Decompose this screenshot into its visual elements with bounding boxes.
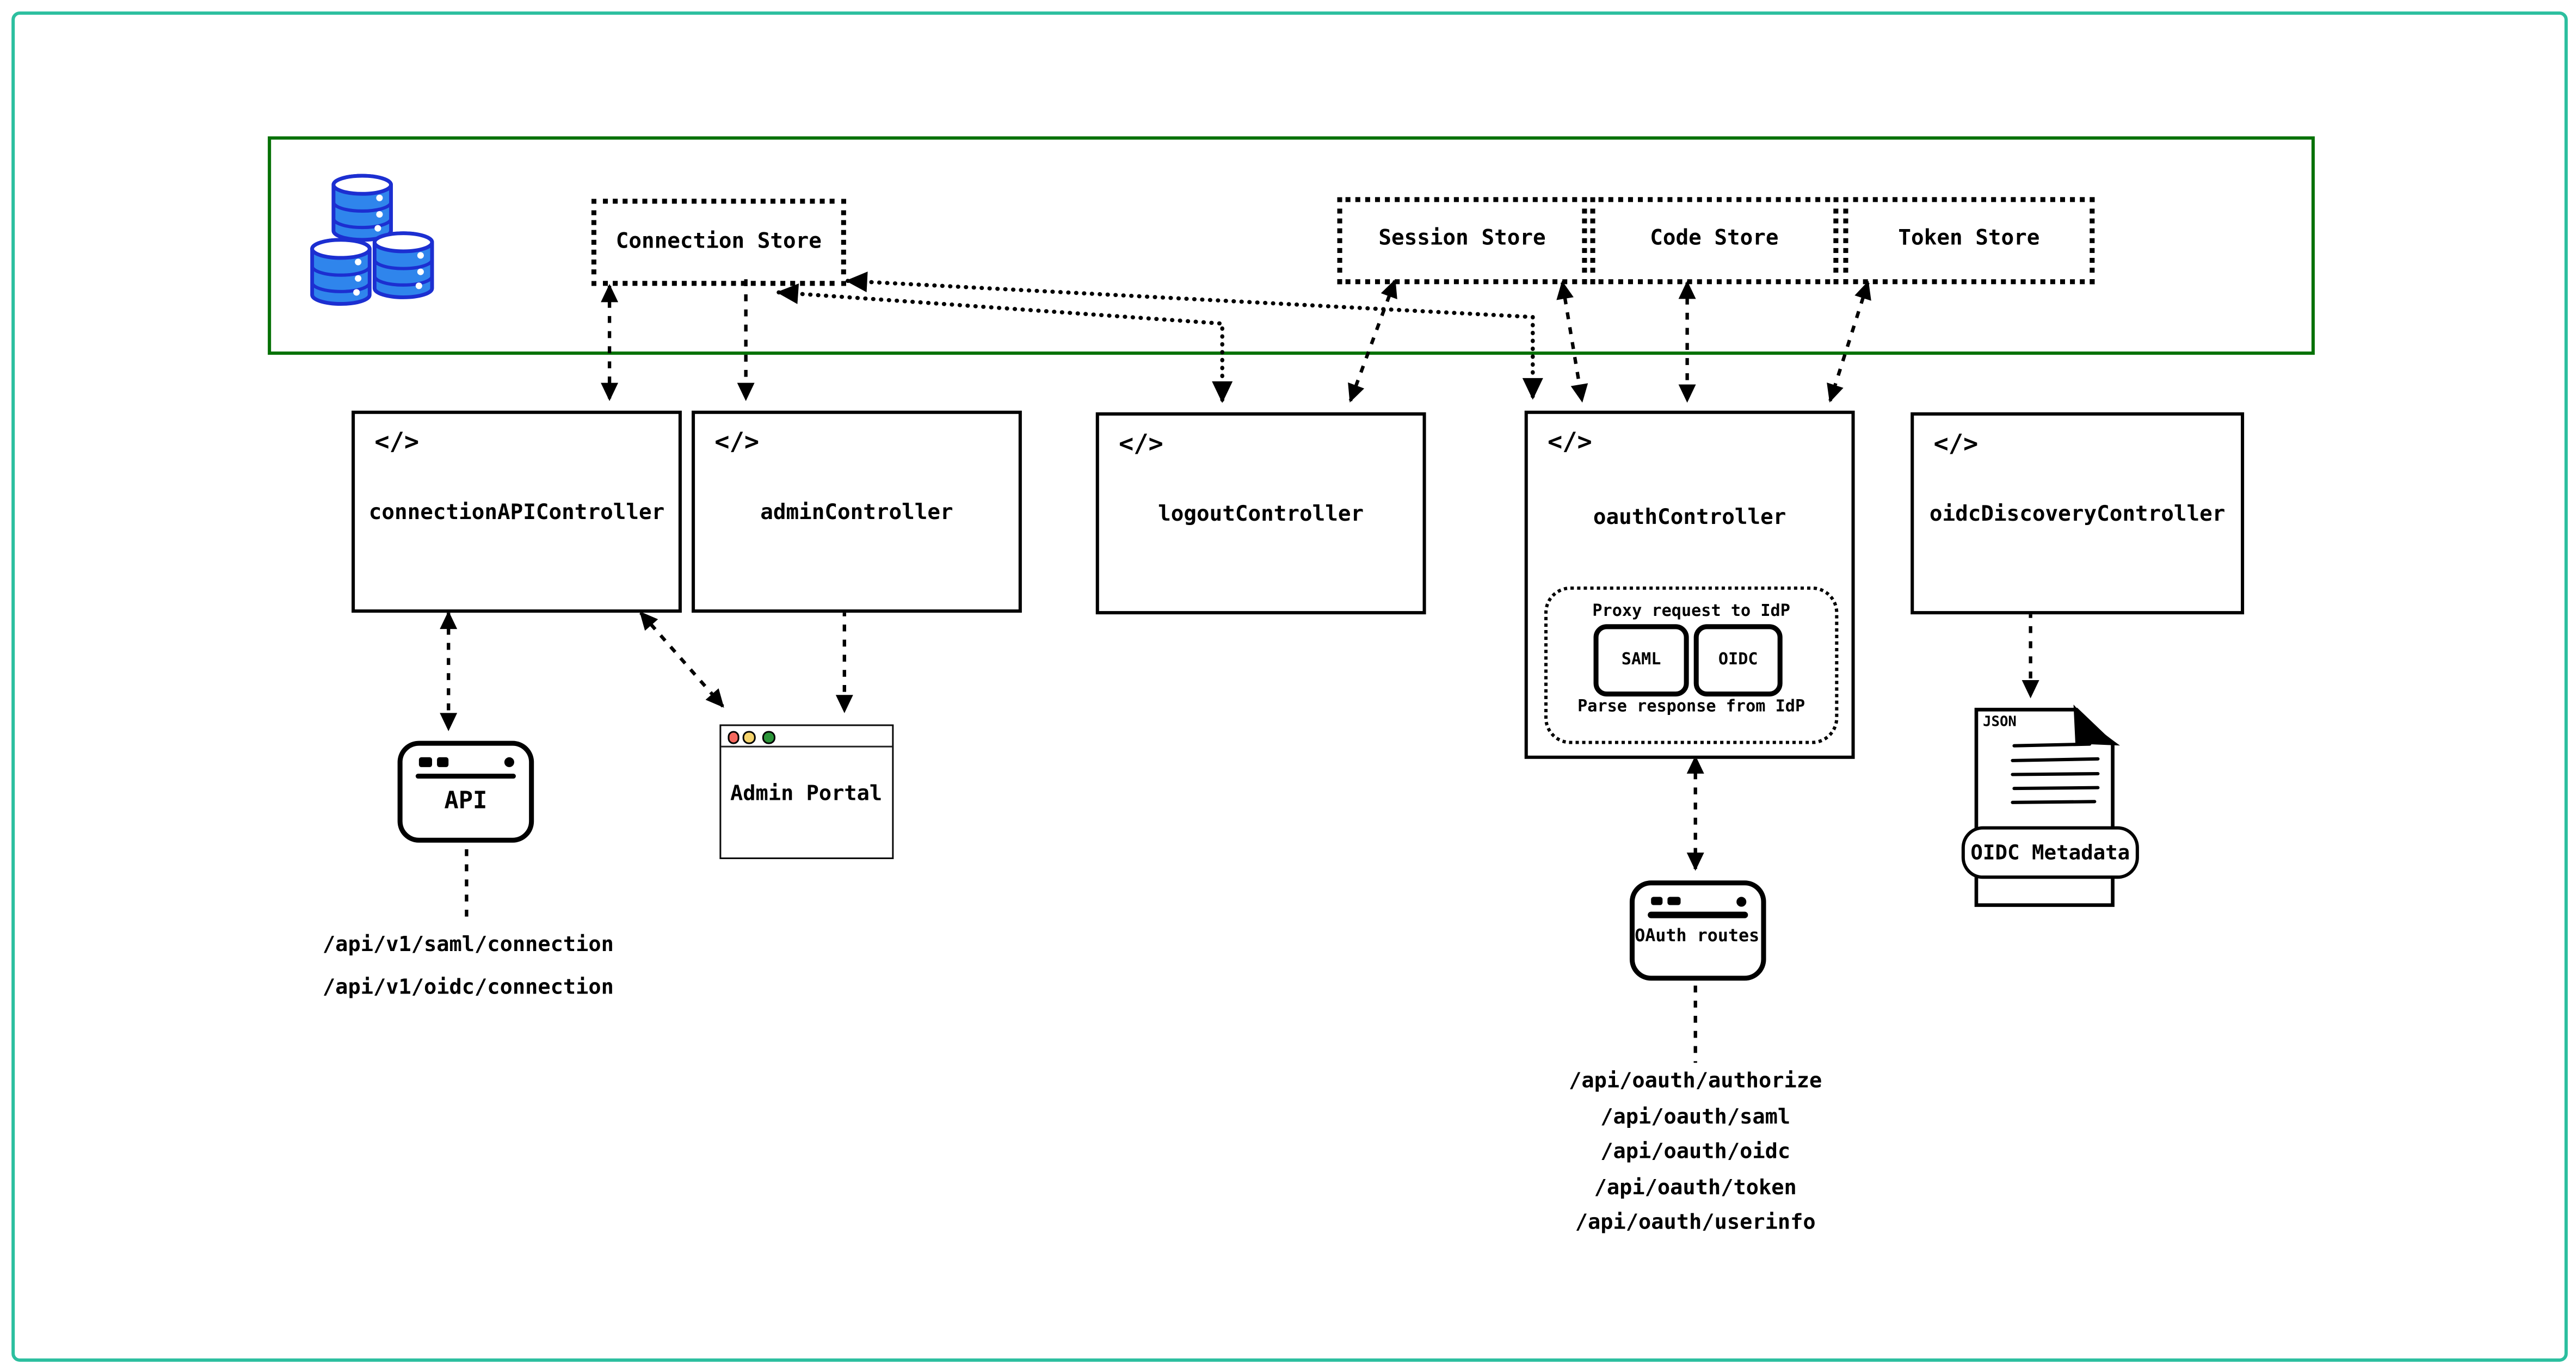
browser-toolbar xyxy=(1647,911,1747,918)
endpoint-text: /api/v1/saml/connection xyxy=(322,933,614,958)
api-label: API xyxy=(444,788,488,815)
json-file-type-label: JSON xyxy=(1983,714,2017,731)
proxy-request-note: Proxy request to IdP xyxy=(1592,603,1790,621)
code-store-label: Code Store xyxy=(1650,226,1779,251)
oauth-routes-browser-icon: OAuth routes xyxy=(1629,879,1766,981)
code-store-box: Code Store xyxy=(1590,196,1839,283)
api-browser-icon: API xyxy=(397,740,534,843)
arrow-connstore-oauthcontroller xyxy=(845,271,1543,400)
endpoint-text: /api/oauth/token xyxy=(1594,1176,1797,1201)
code-icon: </> xyxy=(374,427,420,457)
browser-dot-icon xyxy=(436,757,449,767)
browser-dot-icon xyxy=(1735,896,1746,906)
arrow-connstore-logoutcontroller xyxy=(776,283,1233,403)
oauth-endpoint-list: /api/oauth/authorize /api/oauth/saml /ap… xyxy=(1507,1064,1884,1242)
oidc-metadata-label: OIDC Metadata xyxy=(1970,840,2130,865)
oidc-discovery-controller-label: oidcDiscoveryController xyxy=(1929,502,2226,527)
admin-controller-label: adminController xyxy=(760,501,953,526)
session-store-label: Session Store xyxy=(1378,226,1546,251)
code-icon: </> xyxy=(1933,428,1979,458)
browser-dot-icon xyxy=(418,757,432,767)
connection-api-controller-box: </> connectionAPIController xyxy=(352,410,682,613)
token-store-box: Token Store xyxy=(1843,196,2095,283)
code-icon: </> xyxy=(1547,427,1592,457)
admin-portal-window: Admin Portal xyxy=(718,724,894,859)
oidc-metadata-ribbon: OIDC Metadata xyxy=(1961,826,2139,879)
endpoint-text: /api/v1/oidc/connection xyxy=(322,976,614,1001)
json-document-icon xyxy=(1974,705,2120,907)
close-icon xyxy=(726,731,739,744)
browser-dot-icon xyxy=(1650,896,1663,905)
idp-proxy-box: Proxy request to IdP SAML OIDC Parse res… xyxy=(1544,586,1839,744)
code-icon: </> xyxy=(714,427,760,457)
arrow-connectionapi-adminportal xyxy=(639,611,724,708)
parse-response-note: Parse response from IdP xyxy=(1577,698,1805,717)
logout-controller-label: logoutController xyxy=(1158,502,1364,528)
oidc-protocol-box: OIDC xyxy=(1693,623,1783,696)
arrow-sessionstore-oauthcontroller xyxy=(1556,280,1588,403)
folded-corner-icon xyxy=(2073,705,2120,746)
endpoint-text: /api/oauth/oidc xyxy=(1600,1140,1791,1165)
oidc-protocol-label: OIDC xyxy=(1718,650,1758,669)
endpoint-text: /api/oauth/saml xyxy=(1600,1104,1791,1130)
endpoint-text: /api/oauth/userinfo xyxy=(1575,1211,1816,1236)
browser-dot-icon xyxy=(1667,896,1680,905)
endpoint-text: /api/oauth/authorize xyxy=(1569,1069,1822,1094)
code-icon: </> xyxy=(1119,428,1163,459)
saml-protocol-label: SAML xyxy=(1621,650,1661,669)
maximize-icon xyxy=(762,731,775,744)
browser-toolbar xyxy=(415,773,516,779)
browser-dot-icon xyxy=(504,757,514,767)
oidc-discovery-controller-box: </> oidcDiscoveryController xyxy=(1911,411,2245,614)
logout-controller-box: </> logoutController xyxy=(1095,412,1426,615)
api-endpoint-list: /api/v1/saml/connection /api/v1/oidc/con… xyxy=(279,925,657,1010)
arrow-tokenstore-oauthcontroller xyxy=(1827,281,1871,403)
connection-api-controller-label: connectionAPIController xyxy=(368,501,665,526)
window-titlebar xyxy=(720,726,892,748)
database-stack-icon xyxy=(310,174,434,306)
arrow-sessionstore-logoutcontroller xyxy=(1348,279,1397,403)
oauth-routes-label: OAuth routes xyxy=(1635,925,1760,946)
admin-controller-box: </> adminController xyxy=(692,410,1022,613)
page-border xyxy=(11,11,2568,1362)
connection-store-box: Connection Store xyxy=(591,199,846,286)
admin-portal-label: Admin Portal xyxy=(730,782,883,807)
minimize-icon xyxy=(743,731,756,744)
saml-protocol-box: SAML xyxy=(1593,623,1689,696)
oauth-controller-label: oauthController xyxy=(1593,505,1786,531)
connection-store-label: Connection Store xyxy=(615,229,822,254)
token-store-label: Token Store xyxy=(1898,226,2040,251)
